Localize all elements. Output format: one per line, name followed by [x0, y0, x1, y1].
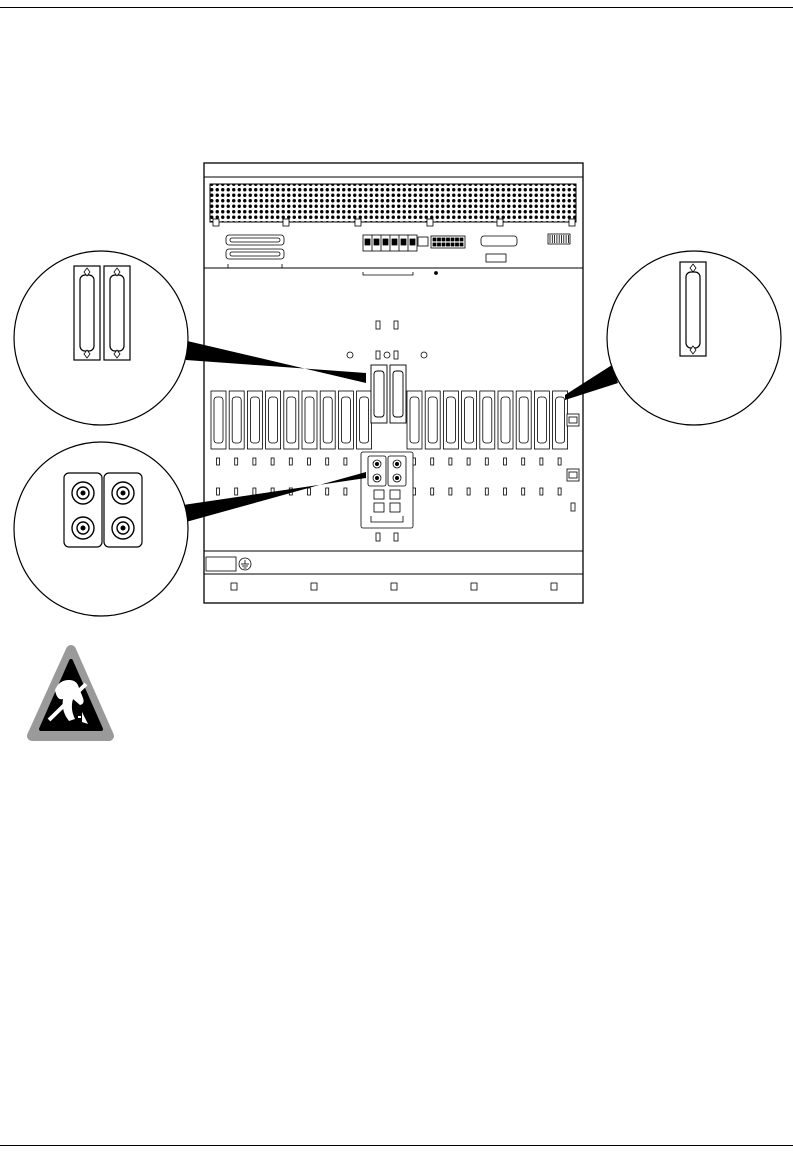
slot-connector: [498, 391, 513, 495]
slot-connector: [443, 391, 458, 495]
slot-connector: [284, 391, 299, 495]
slot-connector: [247, 391, 262, 495]
slot-connector: [302, 391, 317, 495]
terminal-screw: [392, 239, 397, 245]
header-pin: [456, 243, 459, 246]
esd-warning-icon: [32, 650, 109, 736]
header-pin: [447, 238, 450, 241]
terminal-screw: [374, 239, 379, 245]
latch: [551, 583, 557, 590]
slot-connector: [480, 391, 495, 495]
latch: [231, 583, 237, 590]
header-pin: [433, 243, 436, 246]
latch: [213, 219, 219, 226]
terminal-screw: [410, 239, 415, 245]
ground-terminal: [206, 557, 251, 571]
latch: [497, 219, 503, 226]
header-pin: [433, 238, 436, 241]
header-pin: [460, 238, 463, 241]
slot-connector: [320, 391, 335, 495]
header-pin: [438, 243, 441, 246]
header-pin: [442, 238, 445, 241]
callout-bottom-left: [14, 442, 188, 616]
slot-connector: [462, 391, 477, 495]
header-pin: [460, 243, 463, 246]
header-pin: [451, 238, 454, 241]
latch: [283, 219, 289, 226]
header-pin: [442, 243, 445, 246]
mounting-marks: [347, 321, 427, 359]
slot-connector: [516, 391, 531, 495]
callout-top-left: [14, 251, 188, 425]
slot-connector: [211, 391, 226, 495]
latch: [355, 219, 361, 226]
slot-connector: [229, 391, 244, 495]
top-io-panel: [226, 234, 570, 275]
callout-right: [607, 251, 781, 425]
latch: [311, 583, 317, 590]
latch: [427, 219, 433, 226]
header-pin: [447, 243, 450, 246]
slot-connector: [534, 391, 549, 495]
slot-connector: [553, 391, 568, 495]
slot-connector: [266, 391, 281, 495]
latch: [391, 583, 397, 590]
terminal-screw: [365, 239, 370, 245]
side-jacks: [567, 414, 579, 511]
terminal-screw: [401, 239, 406, 245]
header-pin: [438, 238, 441, 241]
latch: [569, 219, 575, 226]
latch: [471, 583, 477, 590]
center-connectors: [371, 365, 406, 423]
header-pin: [456, 238, 459, 241]
header-pin: [451, 243, 454, 246]
center-io-module: [361, 452, 413, 541]
slot-connector: [425, 391, 440, 495]
terminal-screw: [383, 239, 388, 245]
